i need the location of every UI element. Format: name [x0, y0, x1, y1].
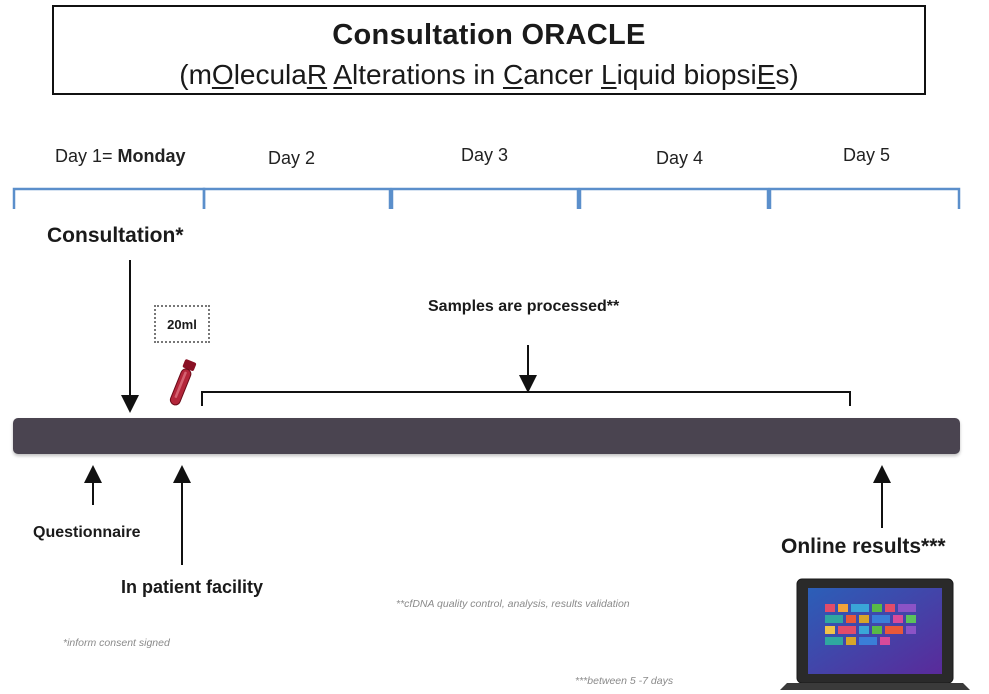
page-title: Consultation ORACLE — [332, 19, 646, 51]
day3-bracket — [390, 187, 580, 209]
day4-bracket — [578, 187, 770, 209]
in-patient-facility-label: In patient facility — [121, 577, 264, 597]
cfdna-note: **cfDNA quality control, analysis, resul… — [396, 598, 630, 610]
day2-bracket — [202, 187, 392, 209]
subtitle-text: s) — [775, 59, 799, 90]
day5-bracket — [768, 187, 961, 209]
acronym-letter: L — [601, 59, 617, 90]
subtitle-text: iquid biopsi — [616, 59, 757, 90]
subtitle-text: (m — [179, 59, 212, 90]
volume-tag: 20ml — [154, 305, 210, 343]
day2-label: Day 2 — [268, 148, 316, 168]
consultation-label: Consultation* — [47, 224, 184, 247]
questionnaire-label: Questionnaire — [33, 524, 141, 541]
subtitle-text: lterations in — [352, 59, 503, 90]
blood-tube-icon — [169, 359, 197, 406]
day1-bracket — [12, 187, 206, 209]
laptop-icon — [780, 578, 970, 690]
day1-label: Day 1= Monday — [55, 146, 186, 166]
acronym-letter: E — [756, 59, 776, 90]
day4-label: Day 4 — [656, 148, 704, 168]
acronym-letter: A — [333, 59, 353, 90]
subtitle-text: lecula — [233, 59, 307, 90]
acronym-letter: R — [306, 59, 328, 90]
subtitle-text: ancer — [523, 59, 602, 90]
day3-label: Day 3 — [461, 145, 509, 165]
samples-processed-label: Samples are processed** — [428, 298, 620, 315]
timeline-bar — [13, 418, 960, 454]
day5-label: Day 5 — [843, 145, 891, 165]
consent-note: *inform consent signed — [63, 637, 170, 649]
page-subtitle: (mOleculaR Alterations in Cancer Liquid … — [54, 59, 924, 91]
online-results-label: Online results*** — [781, 535, 946, 558]
acronym-letter: O — [211, 59, 234, 90]
acronym-letter: C — [502, 59, 524, 90]
processing-bracket — [201, 391, 851, 406]
duration-note: ***between 5 -7 days — [575, 675, 674, 687]
title-box: Consultation ORACLE (mOleculaR Alteratio… — [52, 5, 926, 95]
